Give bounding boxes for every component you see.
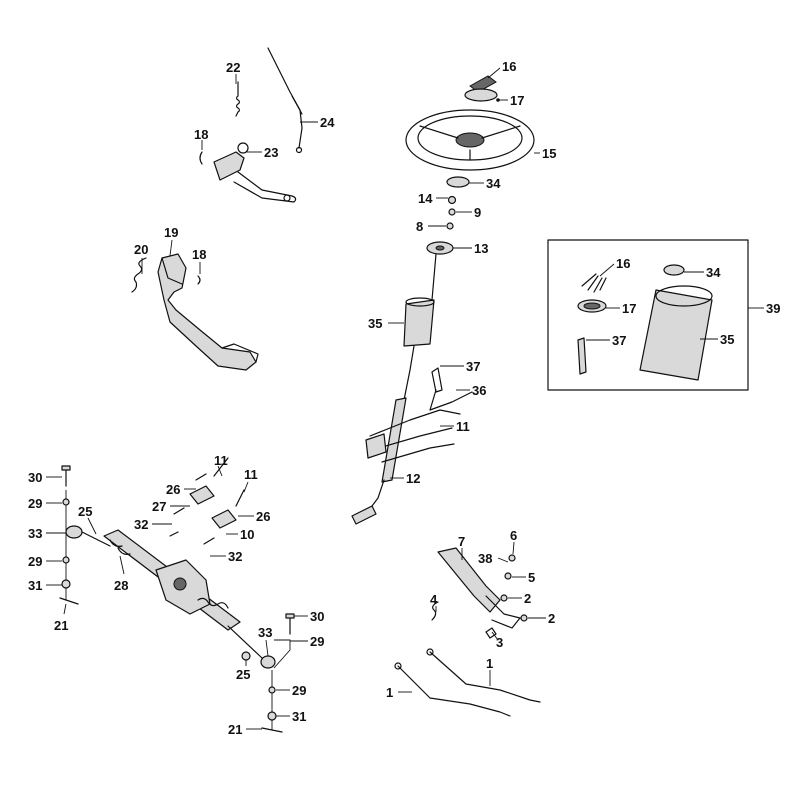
callout-21: 21 [228, 722, 242, 737]
callout-31: 31 [28, 578, 42, 593]
callout-32: 32 [134, 517, 148, 532]
callout-20: 20 [134, 242, 148, 257]
callout-32: 32 [228, 549, 242, 564]
callout-labels: 22 24 18 23 20 19 18 16 17 15 34 14 9 8 … [28, 59, 780, 737]
callout-30: 30 [28, 470, 42, 485]
callout-22: 22 [226, 60, 240, 75]
callout-15: 15 [542, 146, 556, 161]
callout-37: 37 [612, 333, 626, 348]
callout-36: 36 [472, 383, 486, 398]
callout-29: 29 [310, 634, 324, 649]
callout-27: 27 [152, 499, 166, 514]
callout-26: 26 [166, 482, 180, 497]
parking-brake-assembly [394, 547, 541, 717]
callout-17: 17 [622, 301, 636, 316]
callout-5: 5 [528, 570, 535, 585]
callout-25: 25 [236, 667, 250, 682]
callout-25: 25 [78, 504, 92, 519]
callout-18: 18 [194, 127, 208, 142]
steering-rack-assembly [59, 457, 295, 733]
callout-11: 11 [456, 419, 470, 434]
callout-29: 29 [292, 683, 306, 698]
callout-9: 9 [474, 205, 481, 220]
callout-35: 35 [368, 316, 382, 331]
throttle-pedal-assembly [131, 47, 303, 371]
callout-33: 33 [258, 625, 272, 640]
callout-38: 38 [478, 551, 492, 566]
callout-26: 26 [256, 509, 270, 524]
callout-3: 3 [496, 635, 503, 650]
callout-28: 28 [114, 578, 128, 593]
callout-2: 2 [524, 591, 531, 606]
callout-34: 34 [486, 176, 501, 191]
steering-wheel-kit-box [547, 239, 749, 391]
callout-29: 29 [28, 554, 42, 569]
callout-11: 11 [214, 453, 228, 468]
callout-4: 4 [430, 592, 438, 607]
callout-14: 14 [418, 191, 433, 206]
callout-11: 11 [244, 467, 258, 482]
callout-10: 10 [240, 527, 254, 542]
callout-17: 17 [510, 93, 524, 108]
callout-1: 1 [386, 685, 393, 700]
callout-2: 2 [548, 611, 555, 626]
callout-18: 18 [192, 247, 206, 262]
callout-16: 16 [502, 59, 516, 74]
callout-30: 30 [310, 609, 324, 624]
steering-column-assembly [351, 75, 535, 525]
callout-31: 31 [292, 709, 306, 724]
callout-19: 19 [164, 225, 178, 240]
callout-34: 34 [706, 265, 721, 280]
callout-35: 35 [720, 332, 734, 347]
callout-39: 39 [766, 301, 780, 316]
callout-21: 21 [54, 618, 68, 633]
callout-23: 23 [264, 145, 278, 160]
callout-6: 6 [510, 528, 517, 543]
callout-24: 24 [320, 115, 335, 130]
callout-33: 33 [28, 526, 42, 541]
callout-1: 1 [486, 656, 493, 671]
callout-7: 7 [458, 534, 465, 549]
callout-13: 13 [474, 241, 488, 256]
callout-8: 8 [416, 219, 423, 234]
callout-16: 16 [616, 256, 630, 271]
callout-29: 29 [28, 496, 42, 511]
callout-12: 12 [406, 471, 420, 486]
callout-37: 37 [466, 359, 480, 374]
